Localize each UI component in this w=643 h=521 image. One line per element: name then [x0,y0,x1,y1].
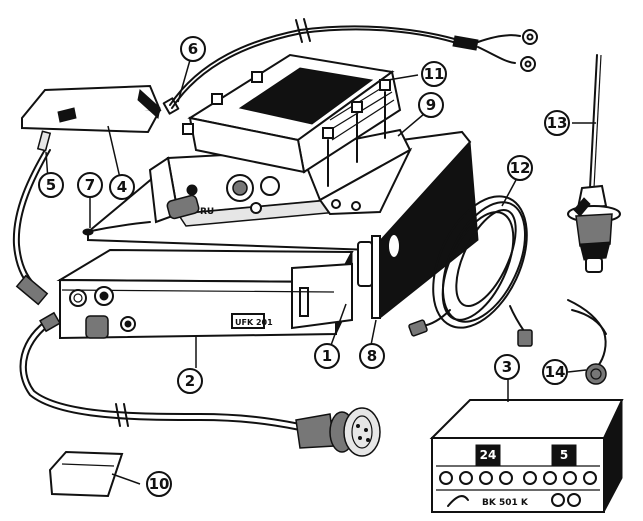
control-box-display-left: 24 [480,448,497,462]
power-cable [162,18,538,115]
callout-8: 8 [359,343,385,369]
callout-13: 13 [544,110,570,136]
svg-text:3: 3 [502,358,512,376]
antenna-coax-cable [12,130,52,306]
svg-text:6: 6 [188,40,198,58]
callout-10: 10 [146,471,172,497]
top-unit [182,53,402,187]
svg-text:10: 10 [149,475,170,493]
svg-text:11: 11 [424,65,445,83]
callout-14: 14 [542,359,568,385]
radio-panel-text: RU [200,207,214,217]
spare-parts-bag [48,450,124,498]
callout-6: 6 [180,36,206,62]
svg-text:2: 2 [185,372,195,390]
callout-7: 7 [77,172,103,198]
control-cable [19,311,381,457]
callout-9: 9 [418,92,444,118]
svg-text:14: 14 [545,363,566,381]
callout-1: 1 [314,343,340,369]
control-box-display-right: 5 [560,448,568,462]
callout-5: 5 [38,172,64,198]
svg-text:9: 9 [426,96,436,114]
main-unit-plate: UFK 201 [235,318,273,327]
svg-text:1: 1 [322,347,332,365]
main-transceiver: UFK 201 [56,248,354,340]
callouts: 1 2 3 4 5 6 7 8 9 10 11 12 13 14 [38,36,570,497]
svg-text:13: 13 [547,114,568,132]
svg-text:12: 12 [510,159,531,177]
callout-11: 11 [421,61,447,87]
callout-2: 2 [177,368,203,394]
svg-text:5: 5 [46,176,56,194]
short-cable [82,221,151,236]
svg-text:8: 8 [367,347,377,365]
coiled-antenna-cable [408,195,533,347]
small-box [21,84,162,134]
pigtail-cable [567,299,607,385]
antenna [567,54,621,273]
callout-3: 3 [494,354,520,380]
callout-12: 12 [507,155,533,181]
control-box: 24 5 BK 501 K [429,399,624,513]
callout-4: 4 [109,174,135,200]
svg-text:4: 4 [117,178,127,196]
svg-text:7: 7 [85,176,95,194]
control-box-model: BK 501 K [482,498,529,508]
